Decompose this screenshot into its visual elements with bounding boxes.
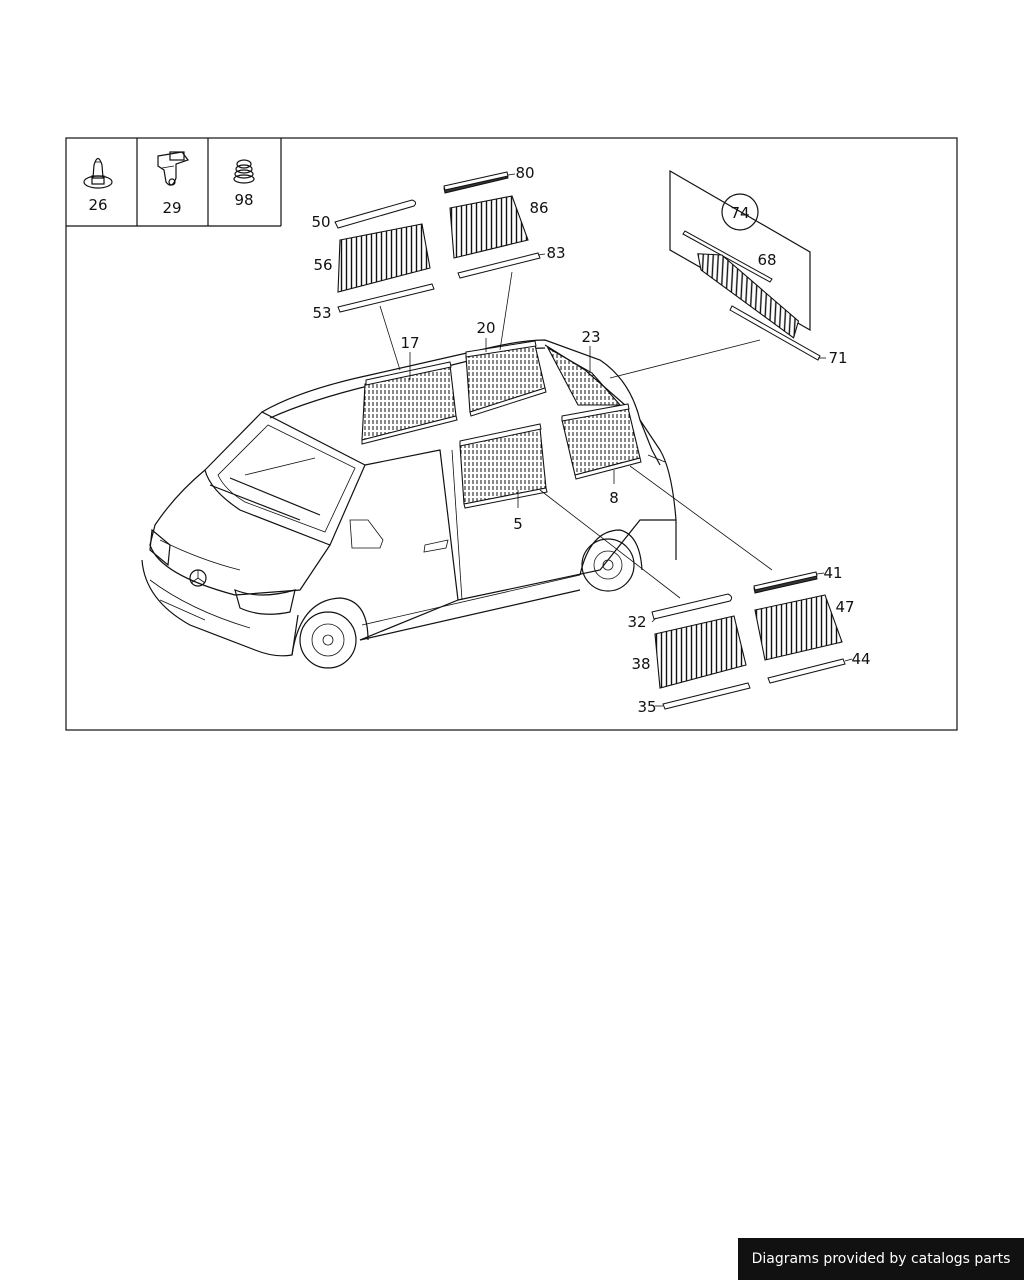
legend-label-98: 98 — [234, 191, 253, 209]
callout-47: 47 — [835, 598, 854, 616]
part-80-strip — [443, 171, 509, 194]
part-47-shade — [754, 594, 843, 661]
callout-80: 80 — [515, 164, 534, 182]
callout-74: 74 — [730, 204, 749, 222]
callout-23: 23 — [581, 328, 600, 346]
legend-label-26: 26 — [88, 196, 107, 214]
leader-lines — [379, 173, 853, 707]
part-74-box — [669, 169, 821, 361]
legend-label-29: 29 — [162, 199, 181, 217]
installed-window-5 — [459, 423, 548, 509]
part-86-shade — [449, 195, 529, 259]
part-50-strip — [334, 199, 417, 229]
callout-83: 83 — [546, 244, 565, 262]
installed-window-8 — [561, 403, 642, 480]
callout-labels: 50 80 86 56 83 53 17 20 23 74 68 71 5 8 … — [311, 164, 870, 716]
installed-window-17 — [361, 361, 458, 445]
callout-17: 17 — [400, 334, 419, 352]
callout-50: 50 — [311, 213, 330, 231]
part-53-strip — [337, 283, 435, 313]
installed-window-20 — [465, 340, 547, 417]
callout-38: 38 — [631, 655, 650, 673]
callout-68: 68 — [757, 251, 776, 269]
callout-5: 5 — [513, 515, 523, 533]
callout-32: 32 — [627, 613, 646, 631]
diagram-frame — [65, 137, 958, 731]
callout-56: 56 — [313, 256, 332, 274]
push-clip-icon — [83, 157, 113, 189]
callout-86: 86 — [529, 199, 548, 217]
grommet-icon — [233, 159, 255, 184]
part-35-strip — [662, 682, 751, 710]
van-illustration — [141, 339, 677, 669]
callout-41: 41 — [823, 564, 842, 582]
part-41-strip — [753, 571, 818, 594]
callout-44: 44 — [851, 650, 870, 668]
callout-20: 20 — [476, 319, 495, 337]
callout-71: 71 — [828, 349, 847, 367]
part-83-strip — [457, 252, 541, 279]
callout-53: 53 — [312, 304, 331, 322]
part-32-strip — [651, 593, 733, 620]
legend-box: 26 29 98 — [66, 138, 282, 227]
retainer-clip-icon — [157, 151, 189, 186]
footer-credit: Diagrams provided by catalogs parts — [738, 1238, 1024, 1280]
part-38-shade — [654, 615, 747, 689]
part-44-strip — [767, 658, 846, 684]
part-56-shade — [337, 223, 431, 293]
callout-35: 35 — [637, 698, 656, 716]
callout-8: 8 — [609, 489, 619, 507]
